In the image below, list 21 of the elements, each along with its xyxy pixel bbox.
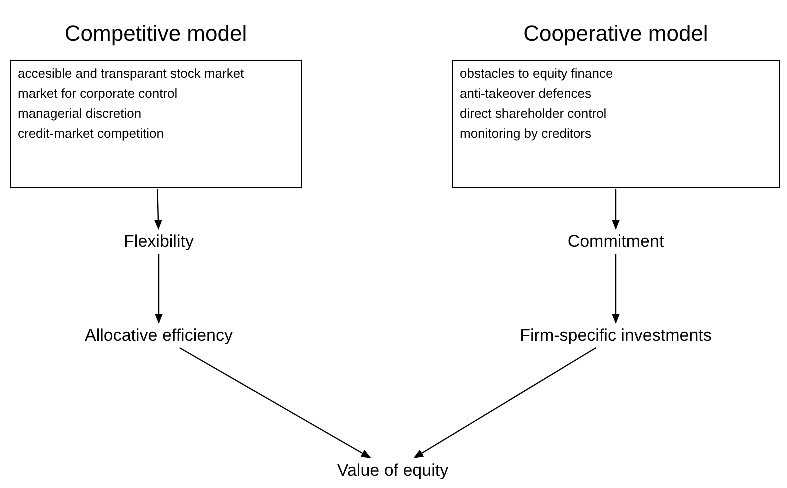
arrow [414,347,596,459]
list-item: market for corporate control [18,86,179,102]
list-item: monitoring by creditors [460,126,592,142]
concept-label: Firm-specific investments [518,325,714,347]
concept-label: Flexibility [122,231,196,253]
model-heading: Competitive model [64,20,248,48]
list-item: accesible and transparant stock market [18,66,246,82]
arrow [154,188,162,230]
list-item: managerial discretion [18,106,143,122]
concept-label: Commitment [566,231,666,253]
arrow [612,189,620,230]
arrow [180,347,372,459]
list-item: credit-market competition [18,126,165,142]
model-heading: Cooperative model [522,20,710,48]
list-item: obstacles to equity finance [460,66,614,82]
concept-label: Value of equity [335,460,451,482]
arrow [155,254,163,324]
list-item: direct shareholder control [460,106,608,122]
concept-label: Allocative efficiency [82,325,236,347]
list-item: anti-takeover defences [460,86,593,102]
arrow [612,254,620,324]
